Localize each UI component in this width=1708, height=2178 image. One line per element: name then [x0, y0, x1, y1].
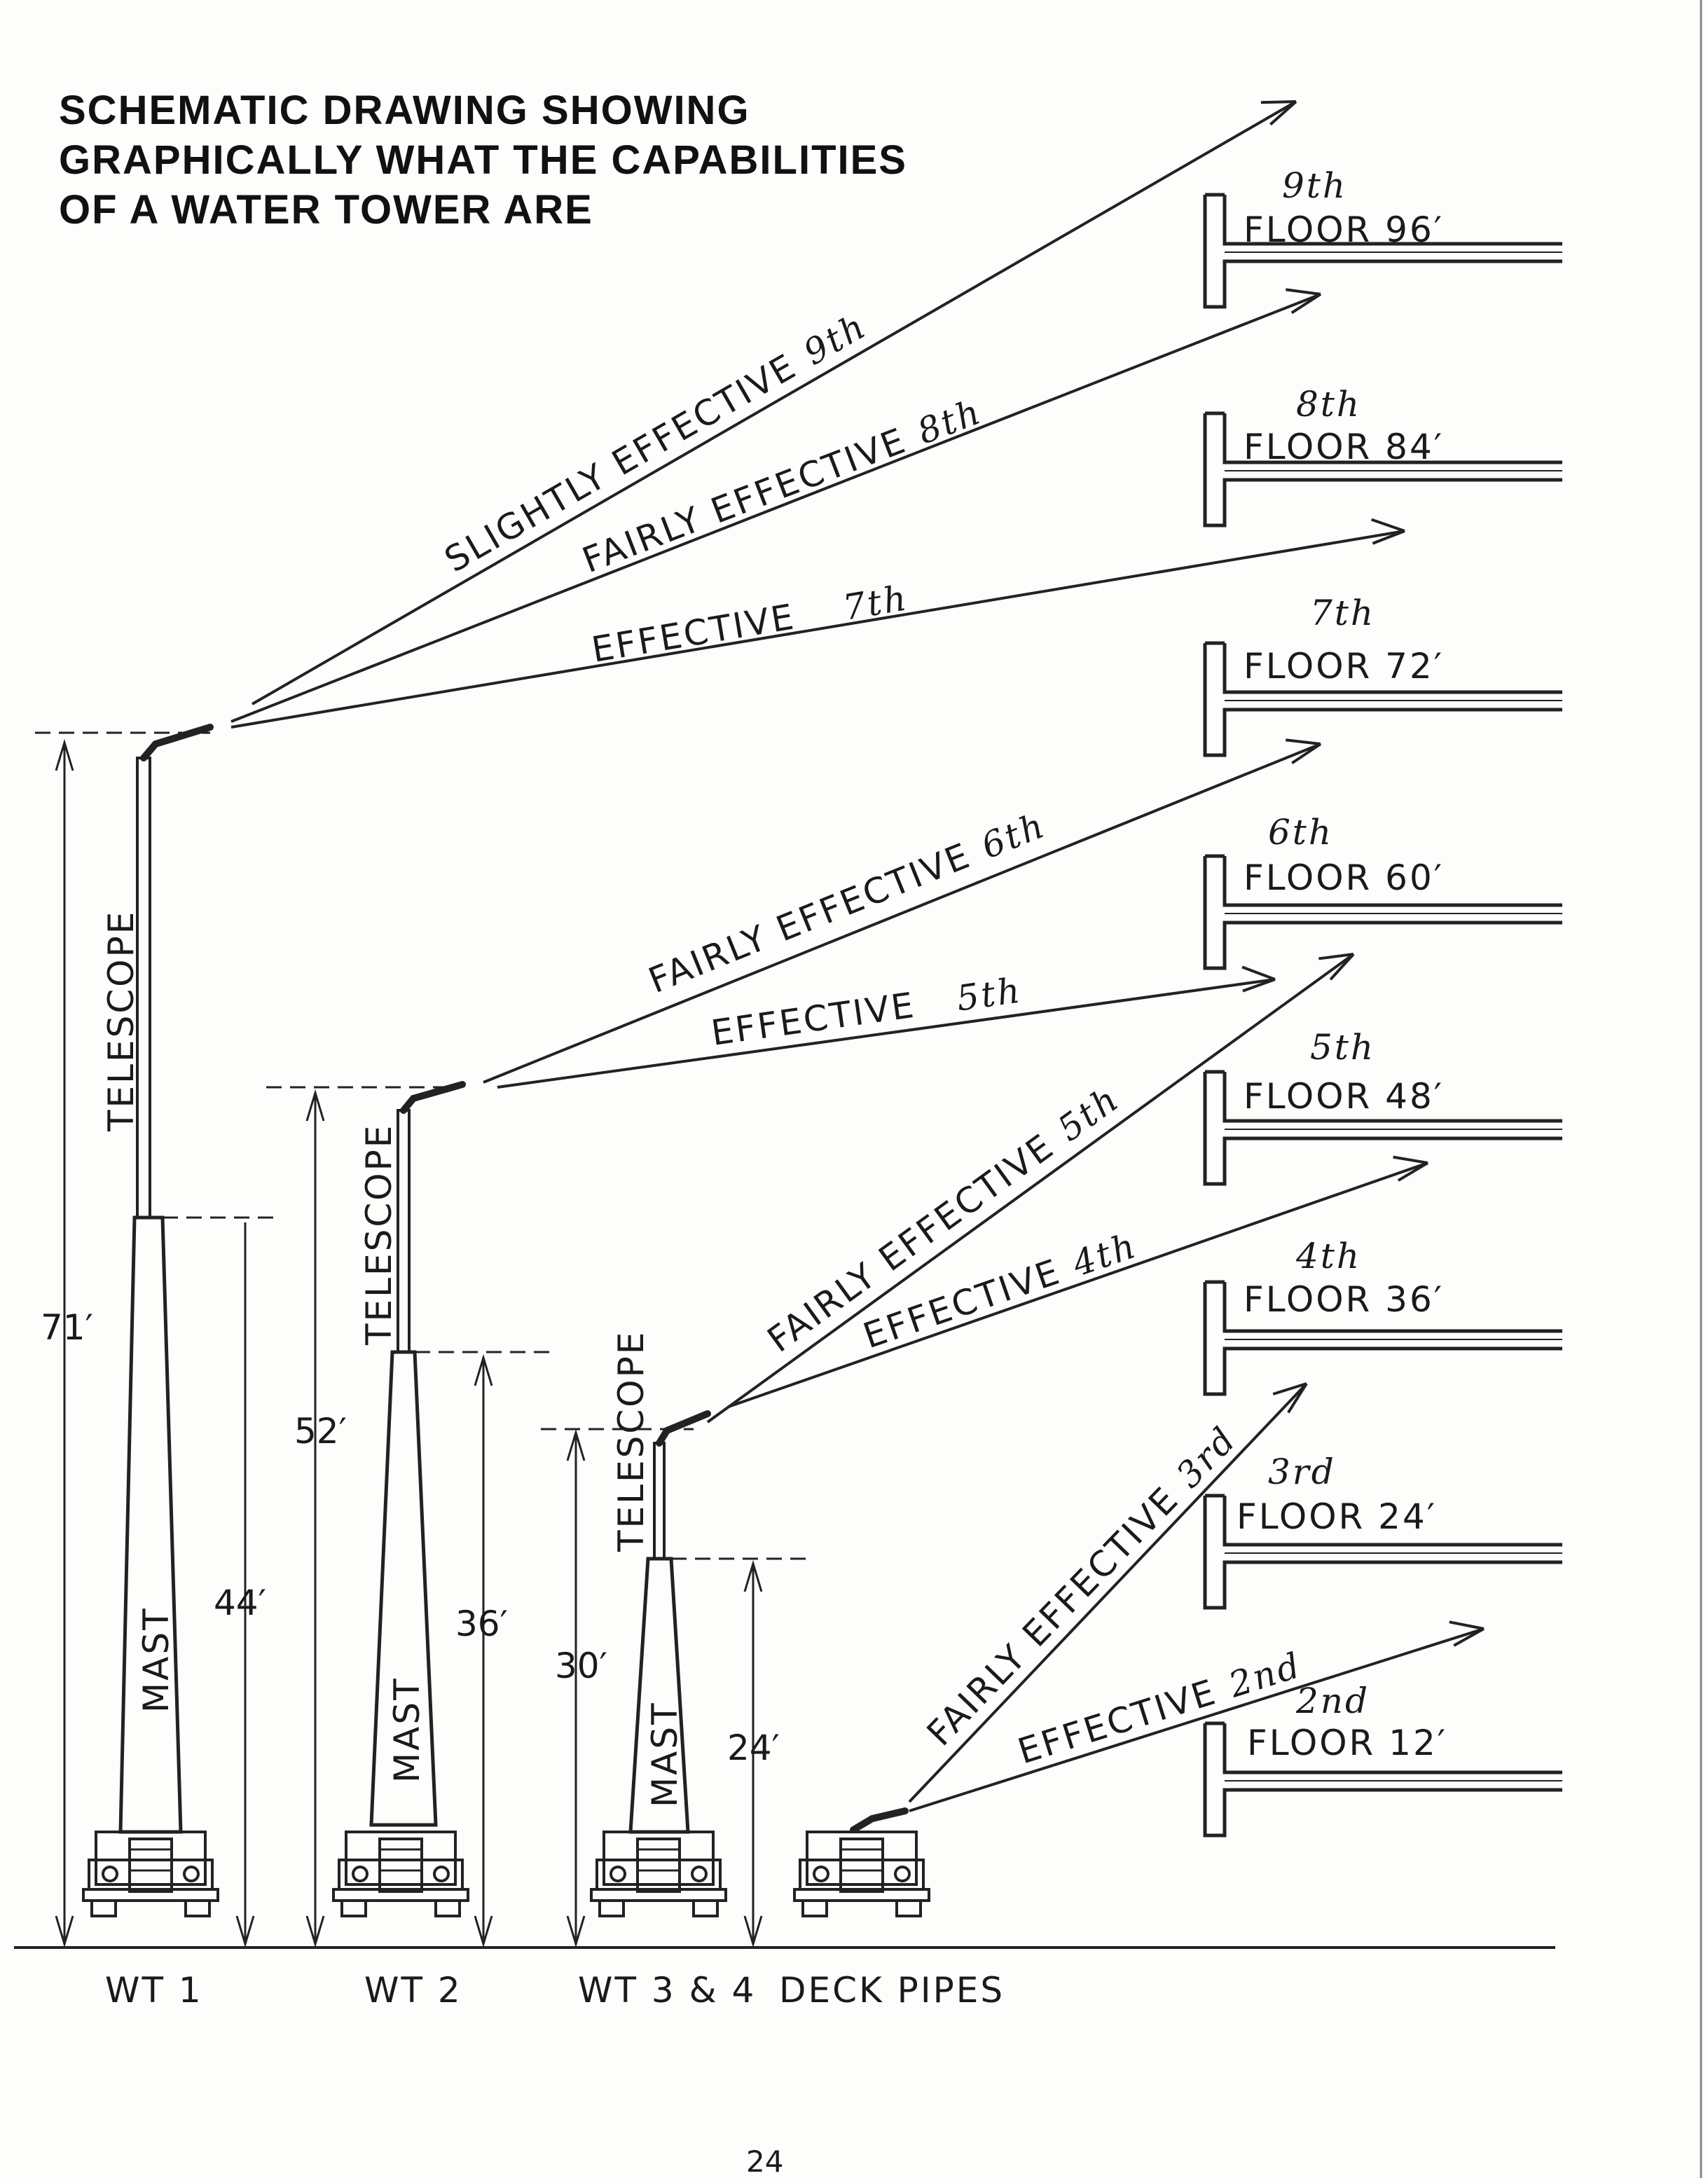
stream-9th-ordinal: 9th: [797, 305, 874, 373]
stream-6th: FAIRLY EFFECTIVE6th: [483, 726, 1325, 1084]
floor-2-label: FLOOR 12′: [1247, 1723, 1447, 1763]
title-line-1: SCHEMATIC DRAWING SHOWING: [59, 88, 750, 133]
floor-8: 8th FLOOR 84′: [1205, 384, 1562, 525]
stream-4th-ordinal: 4th: [1067, 1225, 1143, 1284]
deck-pipes: DECK PIPES: [779, 1807, 1005, 2011]
wt2-mast-height: 36′: [455, 1604, 508, 1644]
stream-8th-ordinal: 8th: [912, 391, 988, 453]
diagram-title: SCHEMATIC DRAWING SHOWING GRAPHICALLY WH…: [59, 85, 1110, 235]
floor-4: 4th FLOOR 36′: [1205, 1236, 1562, 1394]
svg-text:FAIRLY EFFECTIVE6th: FAIRLY EFFECTIVE6th: [643, 805, 1052, 1002]
tower-wt1: TELESCOPE MAST 71′ 44′ WT 1: [35, 724, 280, 2011]
wt2-telescope-label: TELESCOPE: [359, 1124, 399, 1346]
floor-5: 5th FLOOR 48′: [1205, 1027, 1562, 1184]
floor-4-label: FLOOR 36′: [1244, 1279, 1444, 1320]
floor-3-ordinal: 3rd: [1268, 1452, 1336, 1492]
floor-2: 2nd FLOOR 12′: [1205, 1681, 1562, 1835]
wt3-telescope-label: TELESCOPE: [611, 1330, 652, 1552]
wt3-total-height: 30′: [555, 1646, 607, 1686]
floor-6-ordinal: 6th: [1268, 812, 1333, 853]
floor-2-ordinal: 2nd: [1295, 1681, 1370, 1721]
stream-6th-text: FAIRLY EFFECTIVE: [643, 835, 977, 1001]
stream-5th-upper-ordinal: 5th: [954, 970, 1024, 1019]
wt1-telescope-label: TELESCOPE: [101, 910, 142, 1132]
wt1-total-height: 71′: [41, 1307, 93, 1348]
floor-7: 7th FLOOR 72′: [1205, 593, 1562, 755]
floor-6: 6th FLOOR 60′: [1205, 812, 1562, 968]
floor-3: 3rd FLOOR 24′: [1205, 1452, 1562, 1608]
floor-8-ordinal: 8th: [1296, 384, 1361, 425]
floor-5-ordinal: 5th: [1310, 1027, 1375, 1068]
floor-4-ordinal: 4th: [1295, 1236, 1361, 1276]
title-line-3: OF A WATER TOWER ARE: [59, 187, 593, 233]
page-number: 24: [746, 2144, 783, 2178]
stream-2nd-ordinal: 2nd: [1223, 1645, 1307, 1706]
svg-text:FAIRLY EFFECTIVE8th: FAIRLY EFFECTIVE8th: [577, 391, 988, 581]
stream-7th: EFFECTIVE 7th: [230, 513, 1407, 729]
wt1-mast-label: MAST: [136, 1606, 177, 1713]
floor-5-label: FLOOR 48′: [1244, 1076, 1444, 1117]
stream-7th-ordinal: 7th: [840, 577, 911, 628]
floor-9-ordinal: 9th: [1282, 165, 1347, 206]
svg-text:EFFECTIVE5th: EFFECTIVE5th: [709, 970, 1025, 1054]
stream-8th: FAIRLY EFFECTIVE8th: [230, 277, 1325, 723]
stream-3rd-ordinal: 3rd: [1169, 1419, 1245, 1496]
stream-7th-text: EFFECTIVE: [588, 596, 798, 670]
stream-5th-lower-ordinal: 5th: [1050, 1078, 1127, 1150]
floor-8-label: FLOOR 84′: [1244, 427, 1444, 467]
floor-7-ordinal: 7th: [1310, 593, 1375, 633]
wt1-name: WT 1: [105, 1970, 203, 2011]
floor-9-label: FLOOR 96′: [1244, 209, 1444, 250]
floor-9: 9th FLOOR 96′: [1205, 165, 1562, 307]
floor-3-label: FLOOR 24′: [1237, 1496, 1437, 1537]
wt3-4-name: WT 3 & 4: [578, 1970, 756, 2011]
wt2-total-height: 52′: [294, 1411, 347, 1452]
deck-pipes-name: DECK PIPES: [779, 1970, 1005, 2011]
wt2-name: WT 2: [364, 1970, 462, 2011]
floor-7-label: FLOOR 72′: [1244, 646, 1444, 687]
floor-6-label: FLOOR 60′: [1244, 857, 1444, 898]
wt3-mast-height: 24′: [727, 1728, 780, 1768]
tower-wt2: TELESCOPE MAST 52′ 36′ WT 2: [266, 1081, 553, 2011]
wt2-mast-label: MAST: [387, 1676, 427, 1783]
wt1-mast-height: 44′: [214, 1583, 266, 1623]
tower-wt3-4: TELESCOPE MAST 30′ 24′ WT 3 & 4: [541, 1330, 806, 2011]
title-line-2: GRAPHICALLY WHAT THE CAPABILITIES: [59, 137, 907, 183]
wt3-mast-label: MAST: [645, 1701, 685, 1807]
